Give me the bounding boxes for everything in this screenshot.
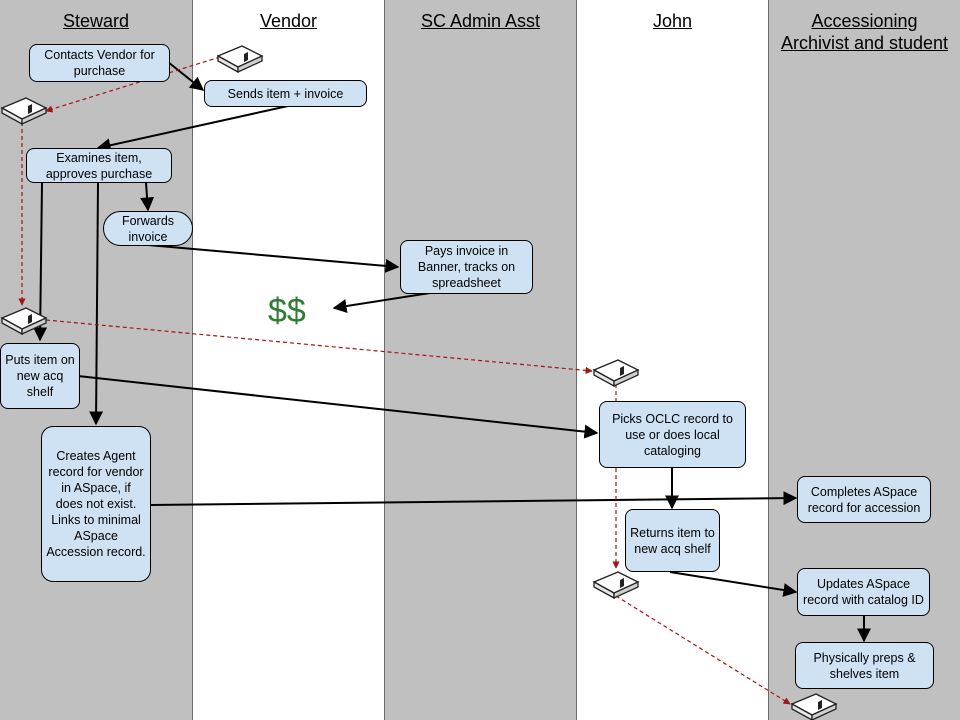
lane-john: John — [577, 0, 769, 720]
money-symbol: $$ — [268, 292, 306, 330]
edge-puts-to-picks — [77, 375, 599, 439]
node-examines-item[interactable]: Examines item, approves purchase — [26, 148, 172, 183]
edge-examines-to-forwards — [140, 182, 155, 212]
node-pays-invoice[interactable]: Pays invoice in Banner, tracks on spread… — [400, 240, 533, 294]
lane-title-john: John — [652, 11, 693, 31]
book-icon — [593, 571, 639, 599]
edge-pays-to-money — [332, 292, 431, 313]
edge-sends-to-examines — [96, 105, 289, 153]
lane-title-vendor: Vendor — [259, 11, 318, 31]
node-puts-item-on-shelf[interactable]: Puts item on new acq shelf — [0, 343, 80, 409]
node-picks-oclc-record[interactable]: Picks OCLC record to use or does local c… — [599, 401, 746, 468]
node-updates-aspace-record[interactable]: Updates ASpace record with catalog ID — [797, 568, 930, 616]
edge-forwards-to-pays — [147, 244, 400, 273]
lane-title-sc-admin: SC Admin Asst — [420, 11, 541, 31]
book-icon — [1, 97, 47, 125]
edge-examines-to-creates — [89, 182, 104, 426]
book-icon — [593, 359, 639, 387]
edge-returns-to-updates — [669, 571, 798, 597]
book-icon — [791, 693, 837, 720]
item-flow-steward-to-john — [45, 319, 593, 374]
node-completes-aspace-record[interactable]: Completes ASpace record for accession — [797, 476, 931, 523]
edge-contacts-to-sends — [167, 61, 205, 91]
lane-title-accessioning: Accessioning Archivist and student — [780, 11, 949, 53]
item-flow-vendor-to-steward — [45, 56, 221, 113]
node-returns-item[interactable]: Returns item to new acq shelf — [625, 509, 720, 572]
node-creates-agent-record[interactable]: Creates Agent record for vendor in ASpac… — [41, 426, 151, 582]
node-contacts-vendor[interactable]: Contacts Vendor for purchase — [29, 44, 170, 82]
node-physically-preps[interactable]: Physically preps & shelves item — [795, 642, 934, 689]
edge-examines-to-puts — [33, 182, 48, 342]
node-sends-item-invoice[interactable]: Sends item + invoice — [204, 80, 367, 107]
lane-sc-admin: SC Admin Asst — [385, 0, 577, 720]
book-icon — [217, 45, 263, 73]
lane-title-steward: Steward — [62, 11, 130, 31]
edge-creates-to-completes — [149, 491, 798, 506]
node-forwards-invoice[interactable]: Forwards invoice — [103, 211, 193, 246]
item-flow-john-to-accessioning — [615, 595, 791, 705]
